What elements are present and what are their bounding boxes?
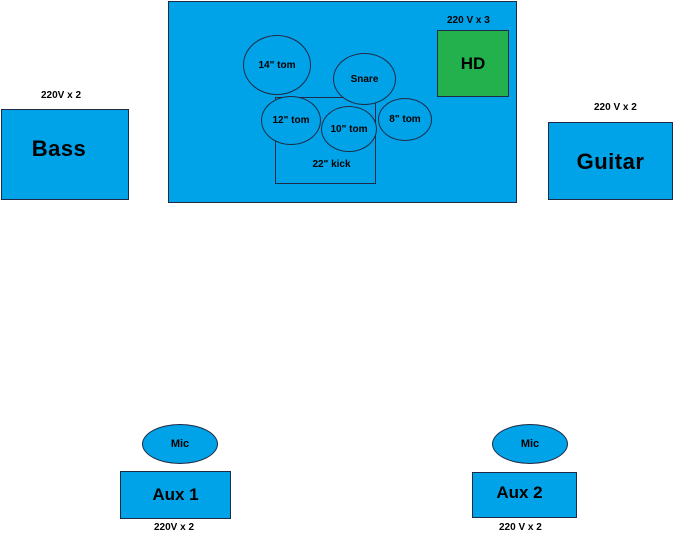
- aux-2-mic: Mic: [492, 424, 568, 464]
- kick-label: 22" kick: [312, 159, 351, 170]
- tom-10: 10" tom: [321, 106, 377, 152]
- tom-8-label: 8" tom: [389, 114, 421, 125]
- aux-2-label: Aux 2: [496, 483, 543, 502]
- aux-2-mic-label: Mic: [520, 438, 540, 450]
- bass-label: Bass: [31, 135, 87, 161]
- hd-label: HD: [460, 53, 486, 73]
- aux-1-mic: Mic: [142, 424, 218, 464]
- drum-riser-power-label: 220 V x 3: [447, 15, 490, 26]
- tom-8: 8" tom: [378, 98, 432, 141]
- aux-1-mic-label: Mic: [170, 438, 190, 450]
- aux-2-monitor: Aux 2: [472, 472, 577, 518]
- bass-power-label: 220V x 2: [41, 90, 82, 101]
- tom-14: 14" tom: [243, 35, 311, 95]
- aux-1-label: Aux 1: [152, 485, 199, 504]
- guitar-amp: Guitar: [548, 122, 673, 200]
- snare-label: Snare: [350, 73, 379, 85]
- guitar-power-label: 220 V x 2: [594, 102, 637, 113]
- tom-14-label: 14" tom: [258, 59, 296, 71]
- bass-amp: Bass: [1, 109, 129, 200]
- snare: Snare: [333, 53, 396, 105]
- hd-box: HD: [437, 30, 509, 97]
- tom-12-label: 12" tom: [272, 115, 310, 126]
- aux-2-power-label: 220 V x 2: [499, 522, 542, 533]
- aux-1-monitor: Aux 1: [120, 471, 231, 519]
- tom-10-label: 10" tom: [330, 123, 368, 135]
- aux-1-power-label: 220V x 2: [154, 522, 195, 533]
- tom-12: 12" tom: [261, 96, 321, 145]
- guitar-label: Guitar: [576, 149, 645, 174]
